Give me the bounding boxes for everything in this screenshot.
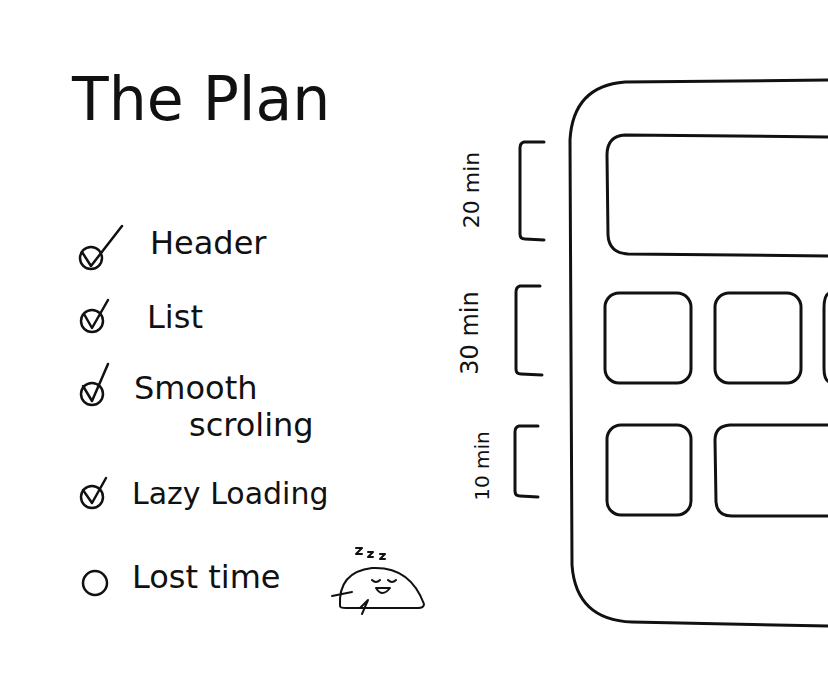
- checklist-item: List: [147, 300, 203, 335]
- check-circle: [81, 300, 108, 332]
- todo-circle: [83, 571, 107, 595]
- bracket: [520, 142, 544, 240]
- duration-label: 10 min: [471, 431, 493, 501]
- duration-label: 20 min: [460, 152, 484, 228]
- checklist-item: Header: [150, 226, 267, 261]
- list-tile: [715, 293, 801, 383]
- title: The Plan: [72, 66, 330, 132]
- list-tile: [824, 293, 828, 382]
- checklist-item: Lazy Loading: [132, 477, 329, 510]
- duration-label: 30 min: [457, 291, 483, 374]
- checklist-item: Lost time: [132, 560, 281, 595]
- phone-outline: [570, 80, 828, 626]
- bracket: [516, 286, 542, 375]
- sleeping-blob: [332, 548, 424, 614]
- check-circle: [81, 364, 108, 405]
- check-circle: [80, 226, 122, 269]
- checklist-item: Smooth scroling: [134, 370, 314, 444]
- list-tile: [607, 425, 691, 515]
- bracket: [515, 426, 538, 497]
- list-tile: [605, 293, 691, 383]
- check-circle: [81, 478, 106, 508]
- wide-tile: [715, 425, 828, 516]
- header-block: [607, 135, 828, 256]
